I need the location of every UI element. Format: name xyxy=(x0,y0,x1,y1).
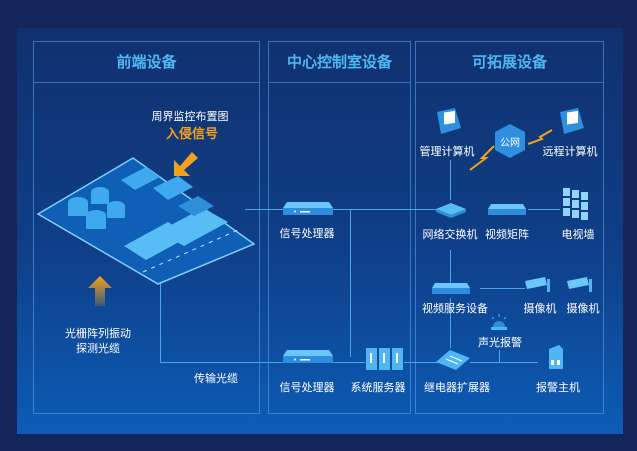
column-title: 前端设备 xyxy=(34,42,259,83)
sensor-label-line2: 探测光缆 xyxy=(76,342,120,355)
camera-2-label: 摄像机 xyxy=(566,302,600,315)
map-title: 周界监控布置图 xyxy=(151,110,229,123)
intrusion-arrow-icon xyxy=(174,152,198,176)
sensor-arrow-icon xyxy=(88,276,112,306)
connector xyxy=(160,258,161,362)
column-title: 可拓展设备 xyxy=(416,42,603,83)
video-service-device-icon[interactable] xyxy=(432,283,470,295)
connector xyxy=(499,350,500,362)
management-computer-icon[interactable] xyxy=(433,108,461,136)
public-network-label: 公网 xyxy=(500,138,520,149)
video-service-label: 视频服务设备 xyxy=(422,302,488,315)
camera-icon[interactable] xyxy=(525,277,553,293)
connector xyxy=(350,209,351,357)
management-computer-label: 管理计算机 xyxy=(419,145,475,158)
tv-wall-icon[interactable] xyxy=(563,188,589,220)
camera-icon[interactable] xyxy=(567,277,595,293)
connector xyxy=(528,209,560,210)
intrusion-signal-label: 入侵信号 xyxy=(165,127,219,142)
network-switch-label: 网络交换机 xyxy=(422,228,478,241)
connector xyxy=(450,298,451,348)
relay-expander-label: 继电器扩展器 xyxy=(424,381,490,394)
camera-1-label: 摄像机 xyxy=(523,302,557,315)
alarm-light-icon xyxy=(491,314,507,330)
column-control: 中心控制室设备 xyxy=(268,41,411,414)
tv-wall-label: 电视墙 xyxy=(561,228,595,241)
column-frontend: 前端设备 xyxy=(33,41,260,414)
remote-computer-label: 远程计算机 xyxy=(542,145,598,158)
system-server-label: 系统服务器 xyxy=(350,381,406,394)
connector xyxy=(470,362,538,363)
alarm-host-label: 报警主机 xyxy=(536,381,580,394)
sensor-label-line1: 光栅阵列振动 xyxy=(65,327,131,340)
connector xyxy=(404,362,438,363)
lightning-icon xyxy=(527,129,553,145)
video-matrix-icon[interactable] xyxy=(488,204,526,216)
signal-processor-2-label: 信号处理器 xyxy=(279,381,335,394)
remote-computer-icon[interactable] xyxy=(556,108,584,136)
lightning-icon xyxy=(469,145,495,171)
connector xyxy=(333,362,365,363)
server-icon[interactable] xyxy=(366,346,404,372)
site-map-illustration xyxy=(36,157,256,285)
video-matrix-label: 视频矩阵 xyxy=(485,228,529,241)
signal-processor-1-label: 信号处理器 xyxy=(279,227,335,240)
network-switch-icon[interactable] xyxy=(436,203,466,219)
connector xyxy=(160,362,283,363)
alarm-light-label: 声光报警 xyxy=(478,336,522,349)
relay-expander-icon[interactable] xyxy=(436,350,470,370)
alarm-host-icon[interactable] xyxy=(545,345,565,371)
connector xyxy=(450,250,451,284)
public-network-icon[interactable] xyxy=(495,124,525,158)
connector xyxy=(333,209,438,210)
column-title: 中心控制室设备 xyxy=(269,42,410,83)
signal-processor-icon[interactable] xyxy=(283,350,333,364)
cable-label: 传输光缆 xyxy=(194,372,238,385)
connector xyxy=(450,160,451,200)
connector xyxy=(245,209,283,210)
connector xyxy=(480,288,525,289)
column-expand: 可拓展设备 xyxy=(415,41,604,414)
signal-processor-icon[interactable] xyxy=(283,202,333,216)
